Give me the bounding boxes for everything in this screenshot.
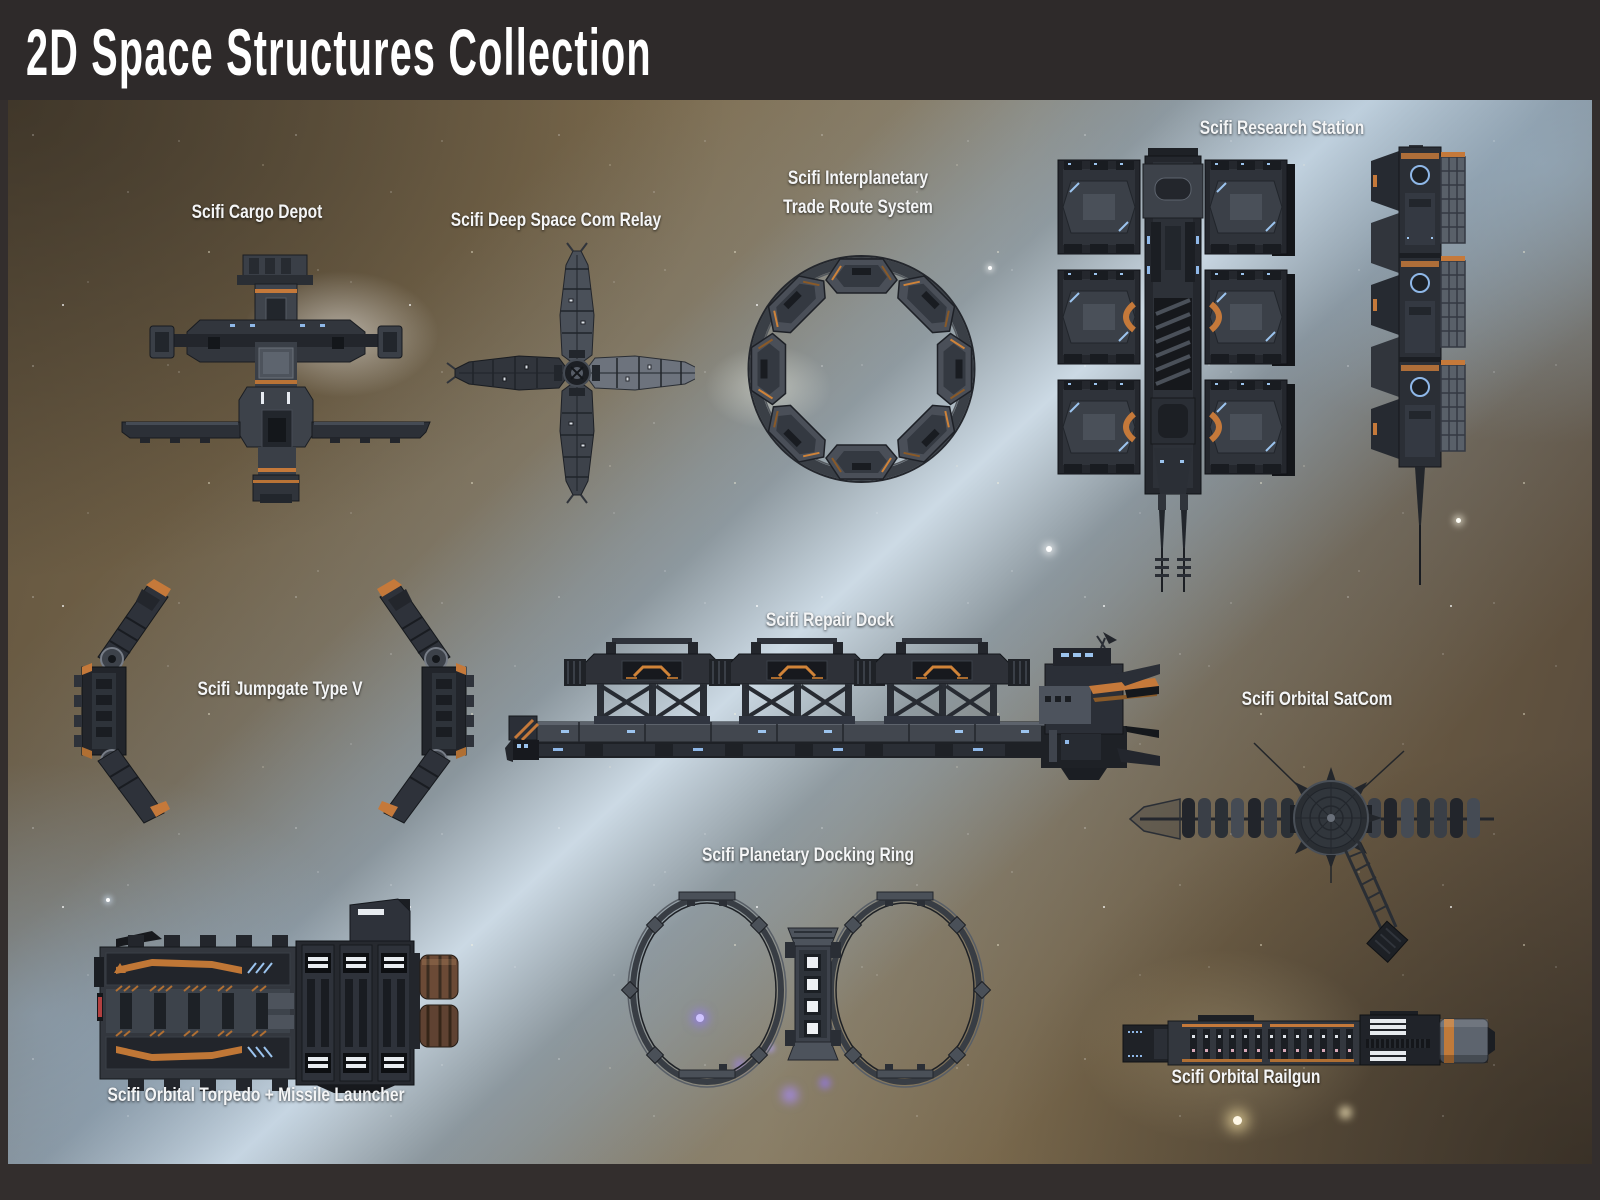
- repair-dock-sprite: [505, 630, 1160, 782]
- bright-star-white-1: [1046, 546, 1052, 552]
- title-bar: 2D Space Structures Collection: [0, 0, 1600, 100]
- page-title: 2D Space Structures Collection: [26, 15, 652, 89]
- jumpgate-label: Scifi Jumpgate Type V: [197, 679, 363, 700]
- trade-route-label-line2: Trade Route System: [783, 197, 933, 218]
- research-station-side-graphic: [1371, 145, 1466, 585]
- research-station-main-graphic: [1057, 148, 1295, 592]
- trade-route-label-line1: Scifi Interplanetary: [787, 168, 929, 189]
- bright-star-white-2: [988, 266, 992, 270]
- bright-star-white-4: [106, 898, 110, 902]
- trade-route-graphic: [747, 255, 976, 483]
- railgun-label: Scifi Orbital Railgun: [1171, 1067, 1321, 1088]
- docking-ring-sprite: [618, 872, 1000, 1097]
- com-relay-graphic: [446, 242, 695, 504]
- satcom-label: Scifi Orbital SatCom: [1241, 689, 1393, 710]
- com-relay-label: Scifi Deep Space Com Relay: [450, 210, 662, 231]
- research-station-label: Scifi Research Station: [1199, 118, 1365, 139]
- torpedo-launcher-label: Scifi Orbital Torpedo + Missile Launcher: [107, 1085, 405, 1106]
- railgun-sprite: [1098, 1005, 1495, 1071]
- space-backdrop: Scifi Cargo Depot Scifi Deep Space Com R…: [8, 100, 1592, 1164]
- research-station-side-sprite: [1355, 145, 1467, 587]
- docking-ring-label: Scifi Planetary Docking Ring: [701, 845, 915, 866]
- docking-ring-graphic: [620, 891, 992, 1088]
- research-station-main-sprite: [1050, 148, 1295, 596]
- cargo-depot-graphic: [121, 254, 431, 503]
- purple-star-cluster: [696, 1014, 704, 1022]
- bright-star-yellow: [1233, 1116, 1242, 1125]
- com-relay-sprite: [440, 232, 695, 505]
- repair-dock-graphic: [505, 632, 1160, 780]
- cargo-depot-label: Scifi Cargo Depot: [191, 202, 323, 223]
- railgun-graphic: [1122, 1011, 1495, 1066]
- trade-route-sprite: [733, 238, 990, 500]
- bright-star-white-3: [1456, 518, 1461, 523]
- satcom-sprite: [1122, 735, 1500, 967]
- repair-dock-label: Scifi Repair Dock: [765, 610, 895, 631]
- satcom-graphic: [1128, 742, 1494, 963]
- torpedo-launcher-graphic: [94, 898, 459, 1093]
- cargo-depot-sprite: [120, 242, 453, 505]
- trade-route-label: Scifi Interplanetary Trade Route System: [783, 164, 933, 222]
- torpedo-launcher-sprite: [92, 895, 460, 1093]
